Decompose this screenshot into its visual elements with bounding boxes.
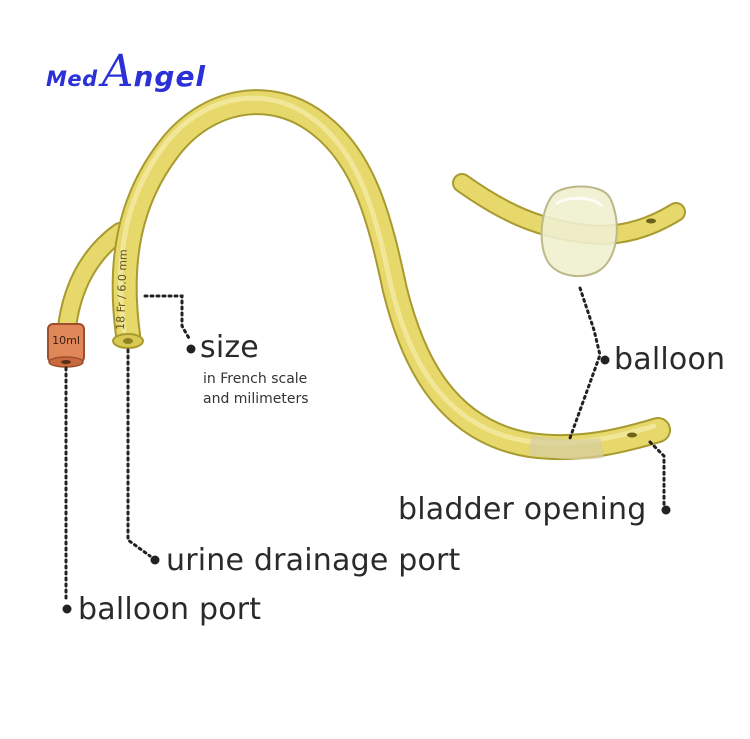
logo-med-text: Med: [46, 67, 98, 91]
label-urine-drainage-port: urine drainage port: [166, 543, 461, 578]
leader-urine-port: [126, 348, 152, 558]
dot-size: [186, 344, 196, 354]
leader-bladder-opening: [648, 440, 666, 507]
dot-urine-port: [150, 555, 160, 565]
tube-size-print: 18 Fr / 6.0 mm: [114, 249, 130, 330]
urine-drainage-port-opening: [112, 333, 144, 349]
med-angel-logo: MedAngel: [46, 46, 206, 97]
balloon-port-cap: 10ml: [47, 323, 85, 368]
dot-balloon: [600, 355, 610, 365]
label-size: size: [200, 330, 259, 365]
dot-balloon-port: [62, 604, 72, 614]
inflated-balloon-view: [452, 173, 686, 278]
label-balloon-port: balloon port: [78, 592, 262, 627]
label-size-note-2: and milimeters: [203, 391, 309, 407]
cap-volume-text: 10ml: [52, 334, 80, 347]
label-size-note-1: in French scale: [203, 371, 308, 387]
leader-lines: [64, 286, 666, 602]
leader-balloon: [568, 286, 602, 440]
label-dots: [62, 344, 671, 614]
label-balloon: balloon: [614, 342, 726, 377]
logo-angel-initial: A: [101, 46, 134, 97]
balloon-port-arm: [56, 222, 130, 346]
balloon-section-band: [528, 435, 604, 460]
logo-angel-rest: ngel: [133, 60, 207, 93]
leader-size: [143, 294, 192, 342]
dot-bladder-opening: [661, 505, 671, 515]
bladder-opening-eyelet: [627, 432, 637, 438]
label-bladder-opening: bladder opening: [398, 492, 647, 527]
